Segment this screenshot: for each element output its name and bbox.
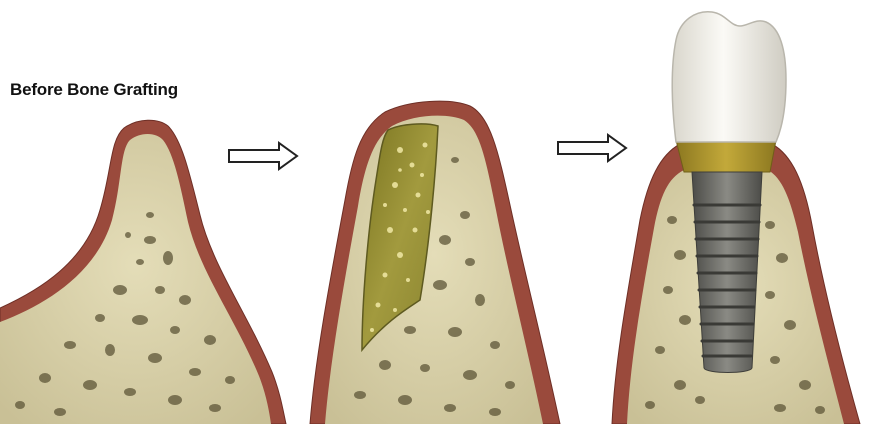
arrow-right-icon bbox=[558, 135, 626, 161]
abutment-collar bbox=[676, 140, 776, 172]
stage-after-grafting bbox=[310, 101, 560, 424]
arrow-right-icon bbox=[229, 143, 297, 169]
stage-before-grafting bbox=[0, 120, 286, 424]
tooth-crown bbox=[672, 12, 786, 142]
stage-implant-crown bbox=[612, 12, 860, 424]
